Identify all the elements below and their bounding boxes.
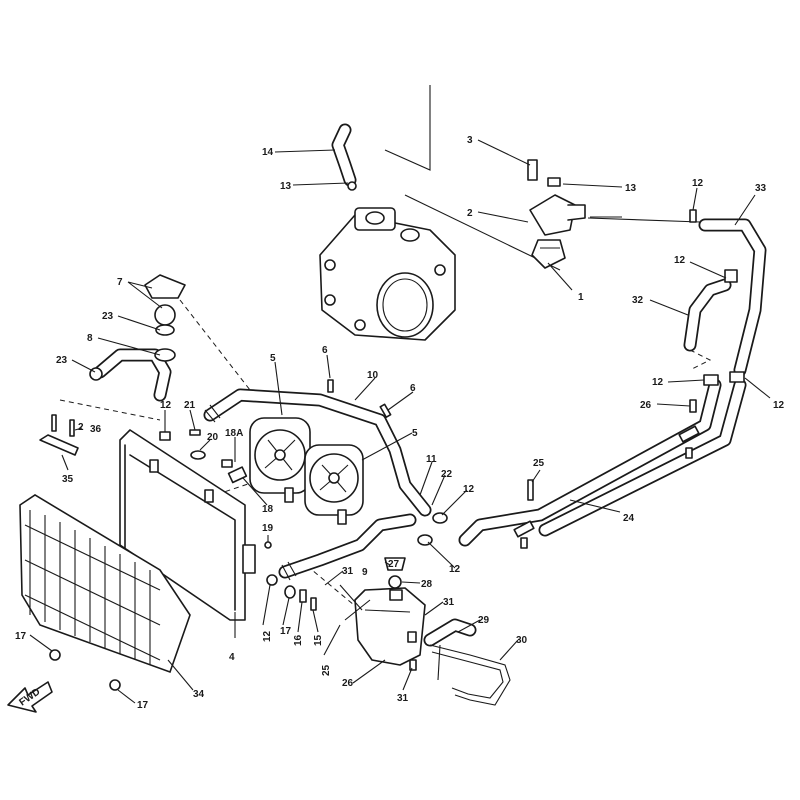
- callout-2: 2: [467, 208, 473, 219]
- callout-23: 23: [102, 311, 114, 322]
- callout-12: 12: [674, 255, 686, 266]
- callout-20: 20: [207, 432, 219, 443]
- callout-29: 29: [478, 615, 490, 626]
- callout-5: 5: [412, 428, 418, 439]
- callout-21: 21: [184, 400, 196, 411]
- callout-33: 33: [755, 183, 767, 194]
- filler-neck-hose: [89, 274, 186, 402]
- callout-10: 10: [367, 370, 379, 381]
- callout-6: 6: [322, 345, 328, 356]
- return-hose-short: [683, 278, 732, 352]
- ref-line: [59, 399, 161, 421]
- callout-24: 24: [623, 513, 635, 524]
- callout-12: 12: [692, 178, 704, 189]
- bypass-hose: [331, 123, 357, 191]
- callout-4: 4: [229, 652, 235, 663]
- callout-13: 13: [625, 183, 637, 194]
- callout-23: 23: [56, 355, 68, 366]
- callout-15: 15: [313, 634, 324, 646]
- mounting-bracket: [39, 414, 79, 456]
- callout-17: 17: [15, 631, 27, 642]
- callout-17: 17: [137, 700, 149, 711]
- leader-lines: [29, 139, 771, 704]
- water-pipe: [458, 378, 747, 549]
- cooling-fan-right: [304, 444, 364, 525]
- callout-30: 30: [516, 635, 528, 646]
- callout-14: 14: [262, 147, 274, 158]
- ref-line: [179, 299, 251, 391]
- callout-25: 25: [533, 458, 545, 469]
- callout-7: 7: [117, 277, 123, 288]
- callout-36: 36: [90, 424, 102, 435]
- callout-26: 26: [342, 678, 354, 689]
- ref-line: [689, 349, 712, 371]
- callout-5: 5: [270, 353, 276, 364]
- callout-31: 31: [397, 693, 409, 704]
- callout-18: 18: [262, 504, 274, 515]
- callout-35: 35: [62, 474, 74, 485]
- callout-26: 26: [640, 400, 652, 411]
- callout-1: 1: [578, 292, 584, 303]
- callout-31: 31: [443, 597, 455, 608]
- callout-19: 19: [262, 523, 274, 534]
- radiator-grill: [19, 494, 191, 674]
- callout-9: 9: [362, 567, 368, 578]
- callout-labels: 1 2 3 13 14 13 12 33 12 32 12 26 12 25 2…: [15, 135, 785, 711]
- callout-3: 3: [467, 135, 473, 146]
- callout-12: 12: [160, 400, 172, 411]
- ref-line: [384, 85, 431, 171]
- radiator-core: [119, 429, 256, 621]
- small-hardware: [49, 209, 745, 691]
- callout-18a: 18A: [225, 428, 243, 439]
- callout-25: 25: [321, 664, 332, 676]
- callout-22: 22: [441, 469, 453, 480]
- callout-12: 12: [262, 630, 273, 642]
- engine-block: [319, 207, 456, 341]
- callout-13: 13: [280, 181, 292, 192]
- callout-8: 8: [87, 333, 93, 344]
- callout-12: 12: [773, 400, 785, 411]
- callout-27: 27: [388, 559, 400, 570]
- lower-radiator-hose: [278, 513, 417, 581]
- callout-16: 16: [293, 634, 304, 646]
- upper-return-hose: [587, 217, 767, 377]
- callout-2-small: 2: [78, 422, 84, 433]
- callout-17: 17: [280, 626, 292, 637]
- callout-12: 12: [652, 377, 664, 388]
- callout-31: 31: [342, 566, 354, 577]
- callout-12: 12: [449, 564, 461, 575]
- callout-32: 32: [632, 295, 644, 306]
- thermostat-housing: [527, 159, 586, 269]
- callout-28: 28: [421, 579, 433, 590]
- upper-radiator-hose: [203, 388, 432, 517]
- cooling-fan-left: [249, 417, 311, 503]
- callout-6: 6: [410, 383, 416, 394]
- callout-34: 34: [193, 689, 205, 700]
- callout-11: 11: [426, 454, 437, 465]
- fwd-arrow: FWD: [7, 681, 53, 713]
- callout-12: 12: [463, 484, 475, 495]
